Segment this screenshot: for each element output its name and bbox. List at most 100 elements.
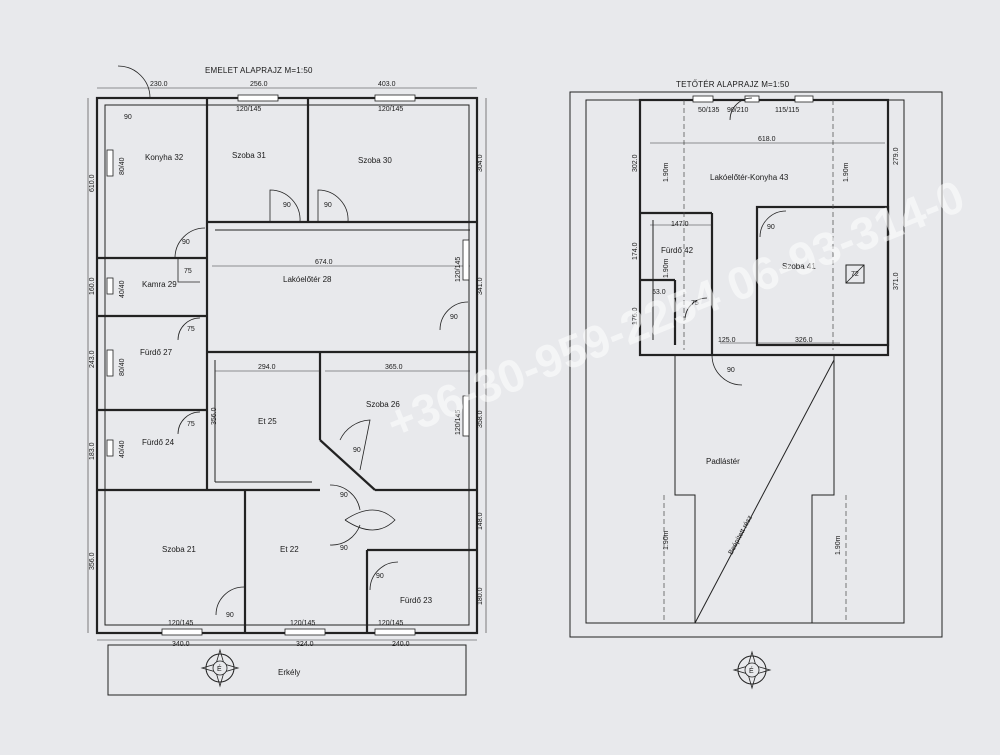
door-label: 90 [376,573,384,580]
dimension-label: 1.90m [663,530,670,550]
window [284,628,326,636]
door-arc [269,189,301,223]
dimension-label: 403.0 [378,81,396,88]
window-label: 120/145 [236,106,261,113]
room-label: Kamra 29 [142,280,177,289]
door-label: 75 [187,326,195,333]
dimension-label: 365.0 [385,364,403,371]
room-label: Fürdő 24 [142,438,175,447]
dimension-label: 50/135 [698,107,720,114]
room-label: Konyha 32 [145,153,184,162]
dimension-label: 304.0 [477,154,484,172]
room-label: Szoba 41 [782,262,816,271]
door-label: 90 [340,492,348,499]
door-arc [729,97,753,121]
dimension-label: 180.0 [477,587,484,605]
dimension-label: 1.90m [835,535,842,555]
door-label: 90 [226,612,234,619]
compass-rose: É [732,650,772,690]
dimension-label: 326.0 [795,337,813,344]
compass-label: É [749,666,754,675]
room-label: Szoba 21 [162,545,196,554]
door-label: 75 [184,268,192,275]
room-label: Lakóelőtér 28 [283,275,332,284]
window-label: 120/145 [455,257,462,282]
door-arc [439,301,469,331]
stair-symbol [845,264,865,284]
dimension-label: 610.0 [89,174,96,192]
attic-outer-boundary [569,91,943,638]
room-label: Szoba 30 [358,156,392,165]
dimension-label: 243.0 [89,350,96,368]
room-label: Fürdő 42 [661,246,694,255]
door-label: 75 [187,421,195,428]
dimension-label: 230.0 [150,81,168,88]
compass-rose: É [200,648,240,688]
window [462,239,470,281]
dimension-label: 183.0 [89,442,96,460]
window [374,628,416,636]
stair-label: 72 [851,271,859,278]
door-arc [215,586,245,616]
door-label: 90 [182,239,190,246]
dimension-label: 618.0 [758,136,776,143]
door-arc [329,484,361,511]
window-label: 40/40 [119,440,126,458]
door-label: 90 [450,314,458,321]
room-label: Et 25 [258,417,277,426]
door-label: 90 [124,114,132,121]
dimension-label: 341.0 [477,277,484,295]
room-label: Szoba 26 [366,400,400,409]
door-label: 90 [283,202,291,209]
door-arc [177,317,201,341]
room-label: Padlástér [706,457,740,466]
window-label: 120/145 [378,106,403,113]
window [237,94,279,102]
room-label: Beépített rész [728,514,755,556]
dimension-label: 176.0 [632,307,639,325]
window [106,439,114,457]
door-arc [369,561,399,591]
window-label: 120/145 [168,620,193,627]
dimension-label: 358.0 [477,410,484,428]
door-arc [174,227,206,259]
floor-plan-emelet: EMELET ALAPRAJZ M=1:50 [87,65,487,696]
door-label: 90 [727,367,735,374]
door-arc [684,297,708,321]
dimension-label: 674.0 [315,259,333,266]
dimension-label: 340.0 [172,641,190,648]
dimension-label: 1.90m [663,258,670,278]
dimension-label: 256.0 [250,81,268,88]
window-label: 120/145 [455,410,462,435]
window [106,277,114,295]
dimension-label: 356.0 [89,552,96,570]
door-label: 90 [340,545,348,552]
window [106,349,114,377]
dimension-label: 115/115 [775,107,799,114]
dimension-label: 1.90m [843,162,850,182]
door-arc [339,419,371,471]
door-label: 75 [691,300,699,307]
dimension-label: 160.0 [89,277,96,295]
window-label: 120/145 [290,620,315,627]
door-arc [759,210,787,238]
room-szoba41 [755,205,890,347]
window [462,395,470,437]
dimension-label: 356.0 [211,407,218,425]
balcony-outline [107,644,467,696]
window-label: 120/145 [378,620,403,627]
room-label: Erkély [278,668,300,677]
door-arc [317,189,349,223]
dimension-label: 174.0 [632,242,639,260]
window [161,628,203,636]
room-label: Et 22 [280,545,299,554]
dimension-label: 294.0 [258,364,276,371]
attic-plan-title: TETŐTÉR ALAPRAJZ M=1:50 [676,80,790,89]
door-label: 90 [324,202,332,209]
door-arc [344,509,396,531]
door-label: 90 [767,224,775,231]
room-label: Lakóelőtér-Konyha 43 [710,173,789,182]
window [374,94,416,102]
